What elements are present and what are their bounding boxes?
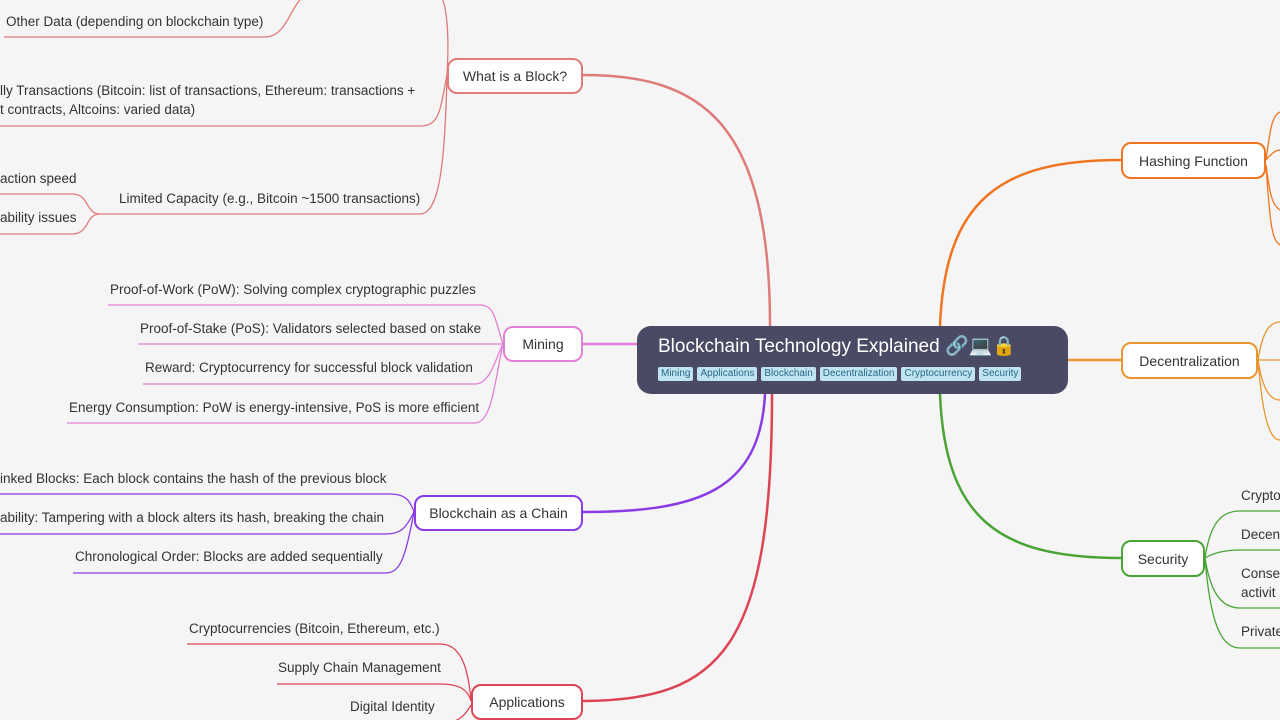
root-title: Blockchain Technology Explained 🔗💻🔒 bbox=[658, 334, 1048, 360]
root-node[interactable]: Blockchain Technology Explained 🔗💻🔒 Mini… bbox=[637, 326, 1068, 394]
connector-root-apps bbox=[582, 393, 774, 703]
root-title-text: Blockchain Technology Explained bbox=[658, 336, 940, 357]
leaf-linked-blocks[interactable]: inked Blocks: Each block contains the ha… bbox=[0, 471, 387, 486]
tag-cryptocurrency[interactable]: Cryptocurrency bbox=[901, 367, 976, 381]
security-child-lines bbox=[1204, 510, 1280, 649]
leaf-energy[interactable]: Energy Consumption: PoW is energy-intens… bbox=[69, 400, 480, 415]
leaf-security-consensus[interactable]: Conser bbox=[1241, 566, 1280, 581]
branch-mining[interactable]: Mining bbox=[503, 326, 583, 362]
leaf-transactions-cont[interactable]: t contracts, Altcoins: varied data) bbox=[0, 102, 196, 117]
hashing-child-lines bbox=[1265, 111, 1280, 246]
decentral-child-lines bbox=[1257, 321, 1280, 441]
branch-security[interactable]: Security bbox=[1121, 540, 1205, 577]
chain-child-lines bbox=[0, 493, 415, 574]
leaf-digital-identity[interactable]: Digital Identity bbox=[350, 699, 435, 714]
leaf-security-activity[interactable]: activit bbox=[1241, 585, 1276, 600]
connector-root-security bbox=[938, 393, 1122, 560]
mining-child-lines bbox=[67, 304, 504, 424]
block-child-lines bbox=[0, 0, 449, 235]
tag-blockchain[interactable]: Blockchain bbox=[761, 367, 816, 381]
leaf-pow[interactable]: Proof-of-Work (PoW): Solving complex cry… bbox=[110, 282, 476, 297]
root-tags: Mining Applications Blockchain Decentral… bbox=[658, 367, 1048, 381]
leaf-transaction-speed[interactable]: action speed bbox=[0, 171, 77, 186]
leaf-transactions[interactable]: lly Transactions (Bitcoin: list of trans… bbox=[0, 83, 416, 98]
branch-hashing-function[interactable]: Hashing Function bbox=[1121, 142, 1266, 179]
leaf-immutability[interactable]: ability: Tampering with a block alters i… bbox=[0, 510, 384, 525]
root-emoji: 🔗💻🔒 bbox=[944, 336, 1016, 357]
leaf-cryptocurrencies[interactable]: Cryptocurrencies (Bitcoin, Ethereum, etc… bbox=[189, 621, 440, 636]
leaf-scalability[interactable]: ability issues bbox=[0, 210, 77, 225]
connector-root-block bbox=[582, 73, 772, 327]
tag-decentralization[interactable]: Decentralization bbox=[819, 367, 898, 381]
leaf-other-data[interactable]: Other Data (depending on blockchain type… bbox=[6, 14, 264, 29]
leaf-security-crypto[interactable]: Crypto bbox=[1241, 488, 1280, 503]
leaf-chronological[interactable]: Chronological Order: Blocks are added se… bbox=[75, 549, 383, 564]
branch-what-is-a-block[interactable]: What is a Block? bbox=[447, 58, 583, 94]
leaf-reward[interactable]: Reward: Cryptocurrency for successful bl… bbox=[145, 360, 473, 375]
apps-child-lines bbox=[187, 643, 472, 720]
connector-root-hashing bbox=[938, 158, 1122, 327]
leaf-limited-capacity[interactable]: Limited Capacity (e.g., Bitcoin ~1500 tr… bbox=[119, 191, 421, 206]
branch-decentralization[interactable]: Decentralization bbox=[1121, 342, 1258, 379]
branch-applications[interactable]: Applications bbox=[471, 684, 583, 720]
leaf-security-decent[interactable]: Decent bbox=[1241, 527, 1280, 542]
leaf-pos[interactable]: Proof-of-Stake (PoS): Validators selecte… bbox=[140, 321, 482, 336]
tag-mining[interactable]: Mining bbox=[658, 367, 694, 381]
tag-security[interactable]: Security bbox=[979, 367, 1022, 381]
connector-root-chain bbox=[582, 393, 767, 514]
branch-blockchain-as-a-chain[interactable]: Blockchain as a Chain bbox=[414, 495, 583, 531]
leaf-security-private[interactable]: Private bbox=[1241, 624, 1280, 639]
leaf-supply-chain[interactable]: Supply Chain Management bbox=[278, 660, 441, 675]
tag-applications[interactable]: Applications bbox=[697, 367, 758, 381]
